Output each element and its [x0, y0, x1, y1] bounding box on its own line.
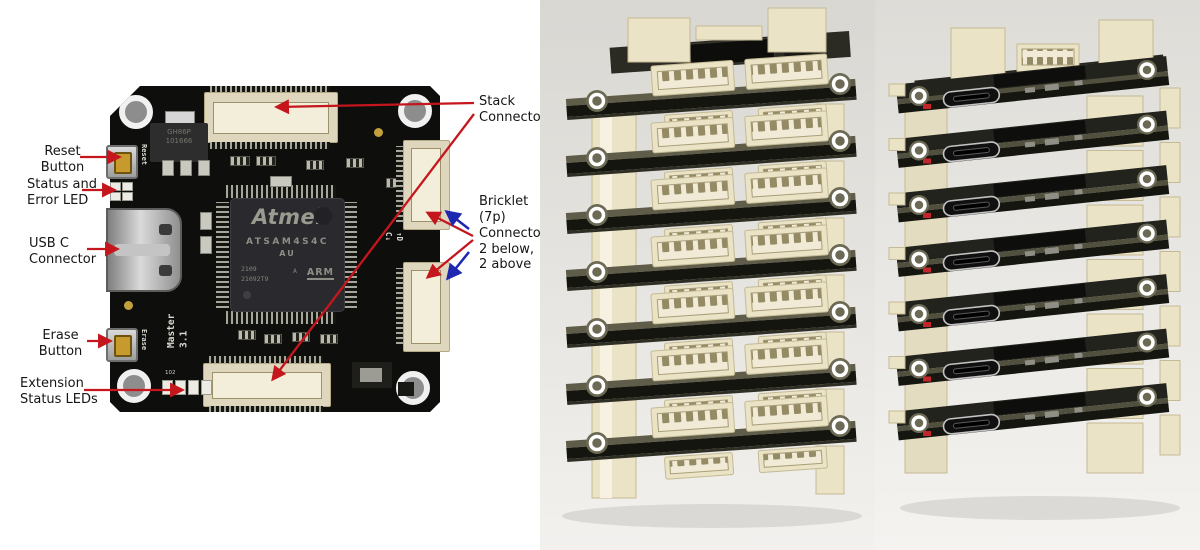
pin-row [209, 406, 323, 412]
status-led [110, 182, 121, 191]
pin-col [396, 268, 403, 344]
smd-component [200, 212, 212, 230]
smd-capacitor [320, 334, 338, 344]
smd-ic [398, 382, 414, 396]
stack-top-components [609, 7, 851, 74]
chip-pin1-dot [243, 291, 251, 299]
chip-lot-code: 2109 21092T9 [241, 265, 269, 283]
silk-c-down: C↓ [384, 232, 393, 242]
smd-capacitor [230, 156, 250, 166]
smd-component [180, 160, 192, 176]
master-brick-diagram: GH86P 101666 Reset Erase Master 3.1 102 … [0, 0, 550, 550]
smd-component [198, 160, 210, 176]
silk-erase: Erase [140, 329, 148, 351]
bricklet-connector-upper [403, 140, 450, 230]
silk-102: 102 [165, 370, 176, 376]
label-usb-c-connector: USB C Connector [29, 236, 97, 267]
usb-c-port [106, 208, 182, 292]
mounting-hole [119, 95, 153, 129]
chip-arm-logo: ARM [306, 267, 334, 280]
smd-capacitor [346, 158, 364, 168]
smd-capacitor [306, 160, 324, 170]
extension-led [175, 380, 186, 395]
smd-component [162, 160, 174, 176]
pin-row [209, 356, 323, 363]
label-stack-connector: Stack Connector [479, 94, 547, 125]
mounting-hole [398, 94, 432, 128]
smd-capacitor [238, 330, 256, 340]
silk-d-up: ↑D [395, 232, 404, 242]
master-brick-stack-photo-front [540, 0, 875, 550]
stack-photo-front [540, 0, 875, 550]
smd-capacitor [264, 334, 282, 344]
chip-indent [314, 207, 332, 225]
extension-led [201, 380, 212, 395]
blue-arrows [444, 210, 470, 281]
smd-ic [352, 362, 392, 388]
pin-row [210, 86, 330, 92]
pin-row [210, 142, 330, 149]
gold-test-point [374, 128, 383, 137]
stack-photo-usb-side [875, 0, 1200, 550]
label-bricklet-connector: Bricklet (7p) Connector: 2 below, 2 abov… [479, 194, 551, 273]
extension-led [162, 380, 173, 395]
label-status-error-led: Status and Error LED [27, 177, 98, 208]
reset-button-physical [106, 145, 138, 179]
smd-component [200, 236, 212, 254]
mounting-hole [117, 369, 151, 403]
bricklet-connector-lower [403, 262, 450, 352]
chip-revision: A [293, 267, 297, 275]
label-extension-status-leds: Extension Status LEDs [20, 376, 98, 407]
stack-connector-bottom [203, 363, 331, 407]
erase-button-physical [106, 328, 138, 362]
master-brick-stack-photo-usb [875, 0, 1200, 550]
chip-package: AU [279, 249, 296, 258]
chip-pins-left [216, 202, 229, 308]
smd-capacitor [292, 332, 310, 342]
stack-layers [564, 52, 859, 500]
smd-component [270, 176, 292, 187]
label-erase-button: Erase Button [38, 328, 83, 359]
chip-pins-right [344, 202, 357, 308]
gold-test-point [124, 301, 133, 310]
error-led [122, 182, 133, 191]
stack-connector-top [204, 92, 338, 143]
silk-bricklet-cd: C↓ ↑D [384, 232, 404, 241]
silk-master-version: Master 3.1 [166, 313, 190, 348]
silk-reset: Reset [140, 144, 148, 166]
mcu-chip: Atmel ATSAM4S4C AU 2109 21092T9 A ARM [230, 198, 345, 312]
pin-col [396, 146, 403, 222]
regulator-chip: GH86P 101666 [150, 123, 208, 162]
chip-pins-bottom [226, 311, 336, 324]
smd-capacitor [256, 156, 276, 166]
status-led [110, 192, 121, 201]
error-led [122, 192, 133, 201]
extension-led [188, 380, 199, 395]
label-reset-button: Reset Button [40, 144, 85, 175]
chip-part-number: ATSAM4S4C [246, 237, 329, 247]
